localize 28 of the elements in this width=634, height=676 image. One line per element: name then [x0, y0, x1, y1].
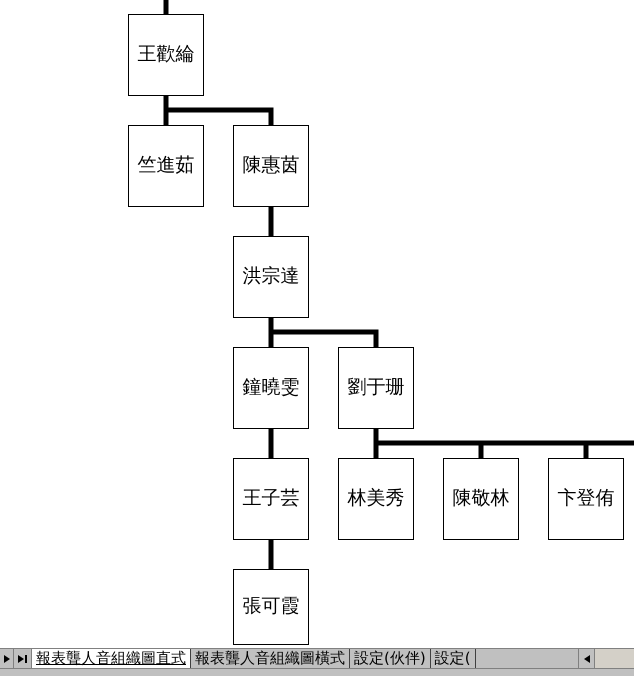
person-name: 張可霞 [242, 595, 300, 619]
person-name: 陳惠茵 [242, 154, 300, 178]
name-box [233, 569, 309, 645]
sheet-tab: 報表聾人音組織圖直式 [32, 649, 191, 668]
name-box [233, 125, 309, 207]
name-box [233, 236, 309, 318]
name-box [128, 125, 204, 207]
sheet-tab: 設定( [430, 649, 476, 668]
connector-line [268, 429, 274, 458]
name-box [233, 347, 309, 429]
person-name: 洪宗達 [242, 265, 300, 289]
connector-line [268, 540, 274, 569]
connector-line [164, 0, 168, 14]
name-box [338, 347, 414, 429]
name-box [443, 458, 519, 540]
name-box [338, 458, 414, 540]
person-name: 鐘曉雯 [242, 376, 300, 400]
name-box [548, 458, 624, 540]
person-name: 王歡綸 [138, 43, 194, 67]
person-name: 卞登侑 [558, 487, 614, 511]
person-name: 陳敬林 [452, 487, 510, 511]
connector-line [268, 207, 274, 236]
person-name: 竺進茹 [138, 154, 194, 178]
name-box [233, 458, 309, 540]
person-name: 劉于珊 [348, 376, 404, 400]
person-name: 王子芸 [242, 487, 300, 511]
name-box [128, 14, 204, 96]
person-name: 林美秀 [348, 487, 404, 511]
